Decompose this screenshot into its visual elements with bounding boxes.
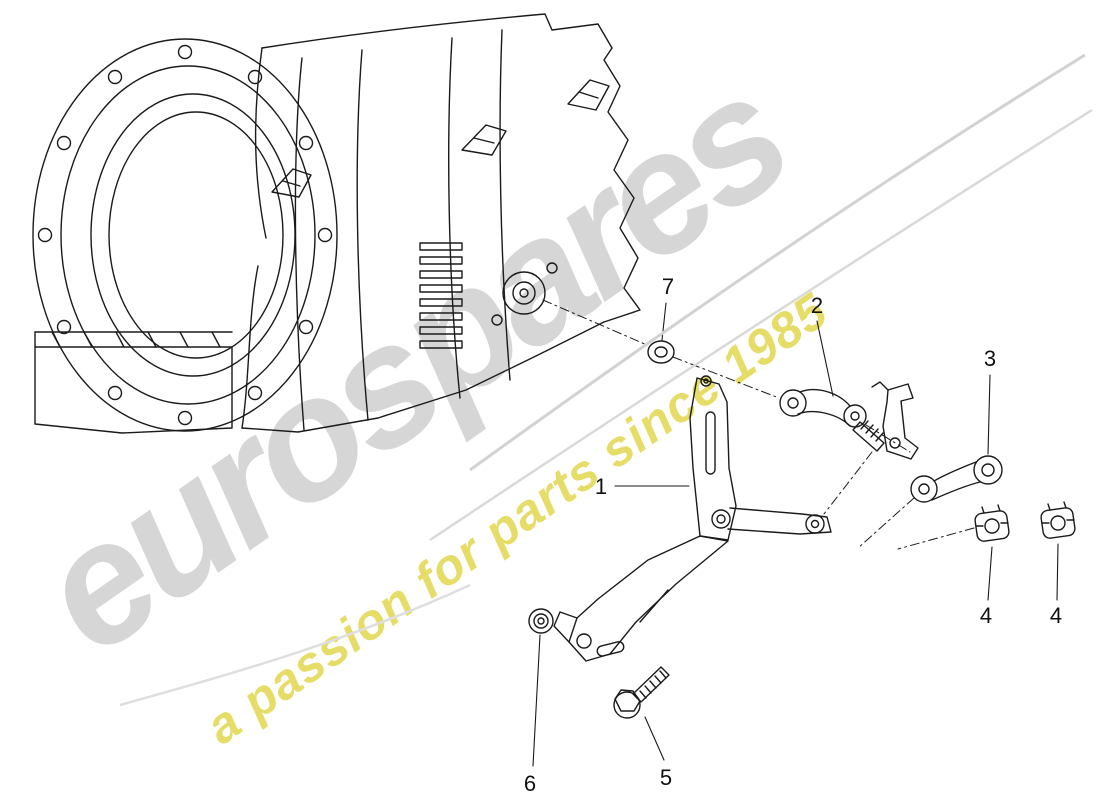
part-5-bolt (613, 666, 670, 719)
transmission-housing (32, 13, 641, 434)
callout-4a: 4 (979, 603, 993, 628)
part-4-clip-right (1040, 501, 1076, 539)
sensor-bracket (871, 381, 919, 460)
part-4-clip-left (974, 504, 1010, 542)
callout-1: 1 (594, 474, 608, 499)
callout-2: 2 (810, 293, 824, 318)
callout-3: 3 (983, 346, 997, 371)
callout-5: 5 (659, 765, 673, 790)
part-3-lever (910, 455, 1003, 503)
assembly-axis-lines (542, 299, 975, 550)
part-2-lever (779, 388, 885, 452)
leader-lines (532, 302, 1059, 767)
callout-4b: 4 (1049, 603, 1063, 628)
callout-7: 7 (661, 274, 675, 299)
part-7-washer (647, 340, 675, 364)
callout-6: 6 (523, 771, 537, 796)
part-6-bushing (528, 608, 554, 634)
part-1-bracket (553, 375, 832, 662)
